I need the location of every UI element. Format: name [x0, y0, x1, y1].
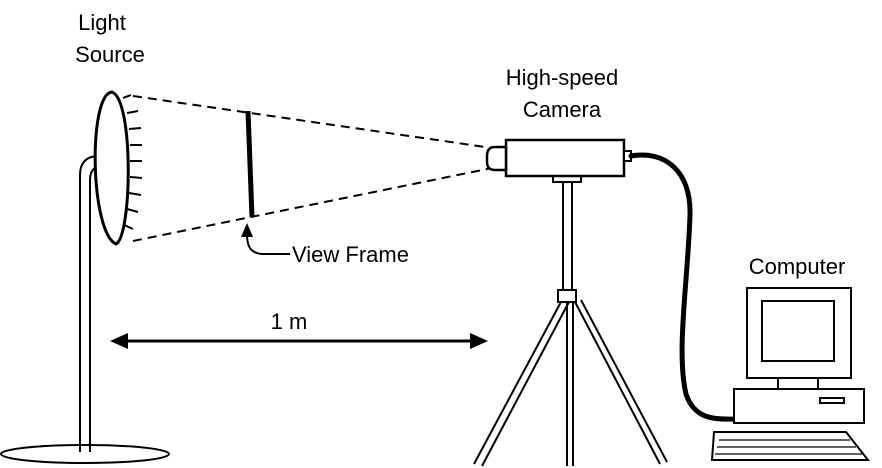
light-rays: [122, 94, 143, 230]
view-frame-pointer: [241, 223, 290, 255]
view-frame: [245, 110, 255, 218]
view-frame-label: View Frame: [292, 242, 409, 267]
computer-case: [733, 388, 865, 424]
camera-tripod: [473, 173, 668, 467]
lamp-body: [93, 90, 130, 246]
distance-label: 1 m: [271, 309, 308, 334]
high-speed-camera: [485, 138, 632, 178]
light-cone: [132, 95, 493, 242]
camera-label-line1: High-speed: [506, 65, 619, 90]
distance-arrow: [110, 333, 488, 349]
camera-label-line2: Camera: [523, 97, 602, 122]
light-source-label-line1: Light: [78, 10, 126, 35]
computer-screen: [761, 300, 835, 362]
computer: [710, 287, 871, 461]
light-source: [0, 90, 170, 464]
light-source-label-line2: Source: [75, 42, 145, 67]
camera-cable: [628, 152, 739, 422]
light-stand-base: [0, 444, 170, 464]
disk-drive: [819, 397, 845, 404]
computer-keyboard: [710, 431, 871, 461]
computer-label: Computer: [749, 254, 846, 279]
